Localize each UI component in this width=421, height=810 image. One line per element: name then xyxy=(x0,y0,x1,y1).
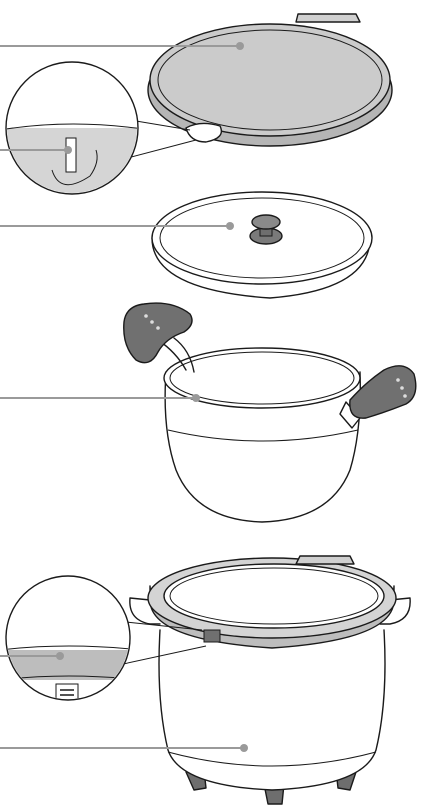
inner-pot xyxy=(124,303,416,522)
inner-lid xyxy=(152,192,372,298)
leader-dot-icon xyxy=(192,394,200,402)
leader-dot-icon xyxy=(56,652,64,660)
leader-dot-icon xyxy=(64,146,72,154)
leader-dot-icon xyxy=(226,222,234,230)
leader-dot-icon xyxy=(236,42,244,50)
leader-dot-icon xyxy=(240,744,248,752)
outer-lid xyxy=(148,14,392,146)
outer-body xyxy=(130,556,410,804)
